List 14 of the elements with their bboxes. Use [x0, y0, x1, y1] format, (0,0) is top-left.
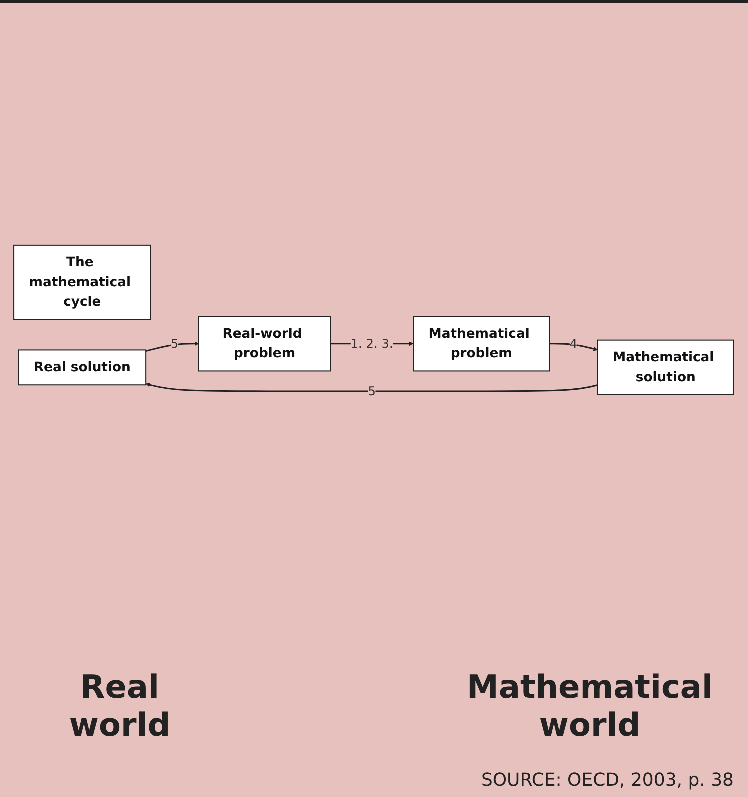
node-box: Real solution — [18, 350, 147, 386]
node-box: Real-world problem — [198, 316, 332, 372]
edge-label: 5 — [368, 384, 376, 399]
arrow — [146, 382, 598, 392]
node-box: The mathematical cycle — [14, 244, 152, 320]
edge-label: 5 — [171, 336, 179, 351]
arrow — [146, 342, 200, 352]
source-note: SOURCE: OECD, 2003, p. 38 — [481, 770, 734, 791]
region-label: Real world — [68, 668, 172, 744]
node-box: Mathematical problem — [413, 316, 550, 372]
edge-label: 1. 2. 3. — [350, 336, 394, 351]
node-box: Mathematical solution — [597, 340, 734, 396]
edge-label: 4 — [570, 336, 578, 351]
region-label: Mathematical world — [466, 668, 714, 744]
